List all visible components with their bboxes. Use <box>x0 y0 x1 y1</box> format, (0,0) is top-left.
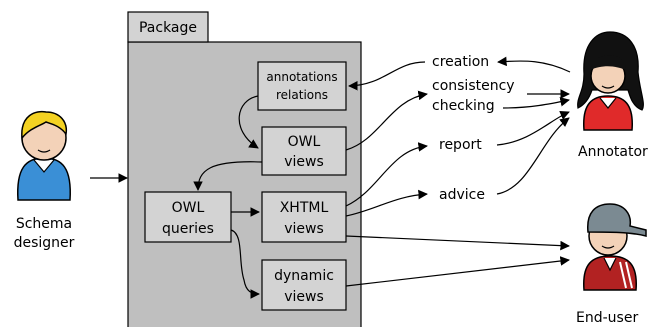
node-annotations-relations-line2: relations <box>276 88 328 102</box>
internal-arrows <box>90 95 263 299</box>
package-label: Package <box>139 20 197 36</box>
schema-designer-label-line2: designer <box>14 235 75 251</box>
arrow-owl-views-to-consistency <box>345 90 428 151</box>
arrow-report-to-annotator <box>496 110 570 146</box>
arrow-owl-views-to-queries <box>193 161 263 191</box>
node-annotations-relations: annotations relations <box>257 61 347 111</box>
arrow-creation-to-annotations <box>348 61 426 91</box>
arrow-dynamic-to-end-user <box>345 256 570 287</box>
node-dynamic-views-line2: views <box>284 289 324 305</box>
end-user-icon <box>583 203 647 291</box>
node-owl-queries: OWL queries <box>144 191 232 243</box>
flow-arrows <box>345 56 571 287</box>
node-xhtml-views: XHTML views <box>261 191 347 243</box>
node-xhtml-views-line2: views <box>284 221 324 237</box>
node-dynamic-views: dynamic views <box>261 259 347 311</box>
node-owl-queries-line1: OWL <box>172 200 205 216</box>
arrow-consistency-to-annotator-2 <box>502 97 570 109</box>
flow-label-creation: creation <box>432 54 489 70</box>
flow-label-checking: checking <box>432 98 495 114</box>
arrow-queries-to-dynamic <box>230 229 260 299</box>
annotator-label: Annotator <box>578 144 648 160</box>
node-dynamic-views-line1: dynamic <box>274 268 334 284</box>
arrow-annotations-to-owl-views <box>238 95 259 149</box>
flow-label-report: report <box>439 137 482 153</box>
package-tab <box>127 11 209 43</box>
flow-label-advice: advice <box>439 187 485 203</box>
node-owl-views-line2: views <box>284 154 324 170</box>
node-annotations-relations-line1: annotations <box>266 70 337 84</box>
arrow-xhtml-to-advice <box>345 189 428 217</box>
node-owl-views: OWL views <box>261 126 347 176</box>
end-user-label: End-user <box>576 310 638 326</box>
node-owl-views-line1: OWL <box>288 134 321 150</box>
arrow-xhtml-to-end-user <box>345 235 570 251</box>
node-xhtml-views-line1: XHTML <box>280 200 329 216</box>
schema-designer-label-line1: Schema <box>16 216 72 232</box>
schema-designer-icon <box>17 110 71 201</box>
arrow-xhtml-to-report <box>345 142 428 207</box>
arrow-advice-to-annotator <box>496 117 570 195</box>
arrow-annotator-to-creation <box>497 56 571 73</box>
node-owl-queries-line2: queries <box>162 221 214 237</box>
flow-label-consistency: consistency <box>432 78 515 94</box>
annotator-icon <box>577 31 644 131</box>
